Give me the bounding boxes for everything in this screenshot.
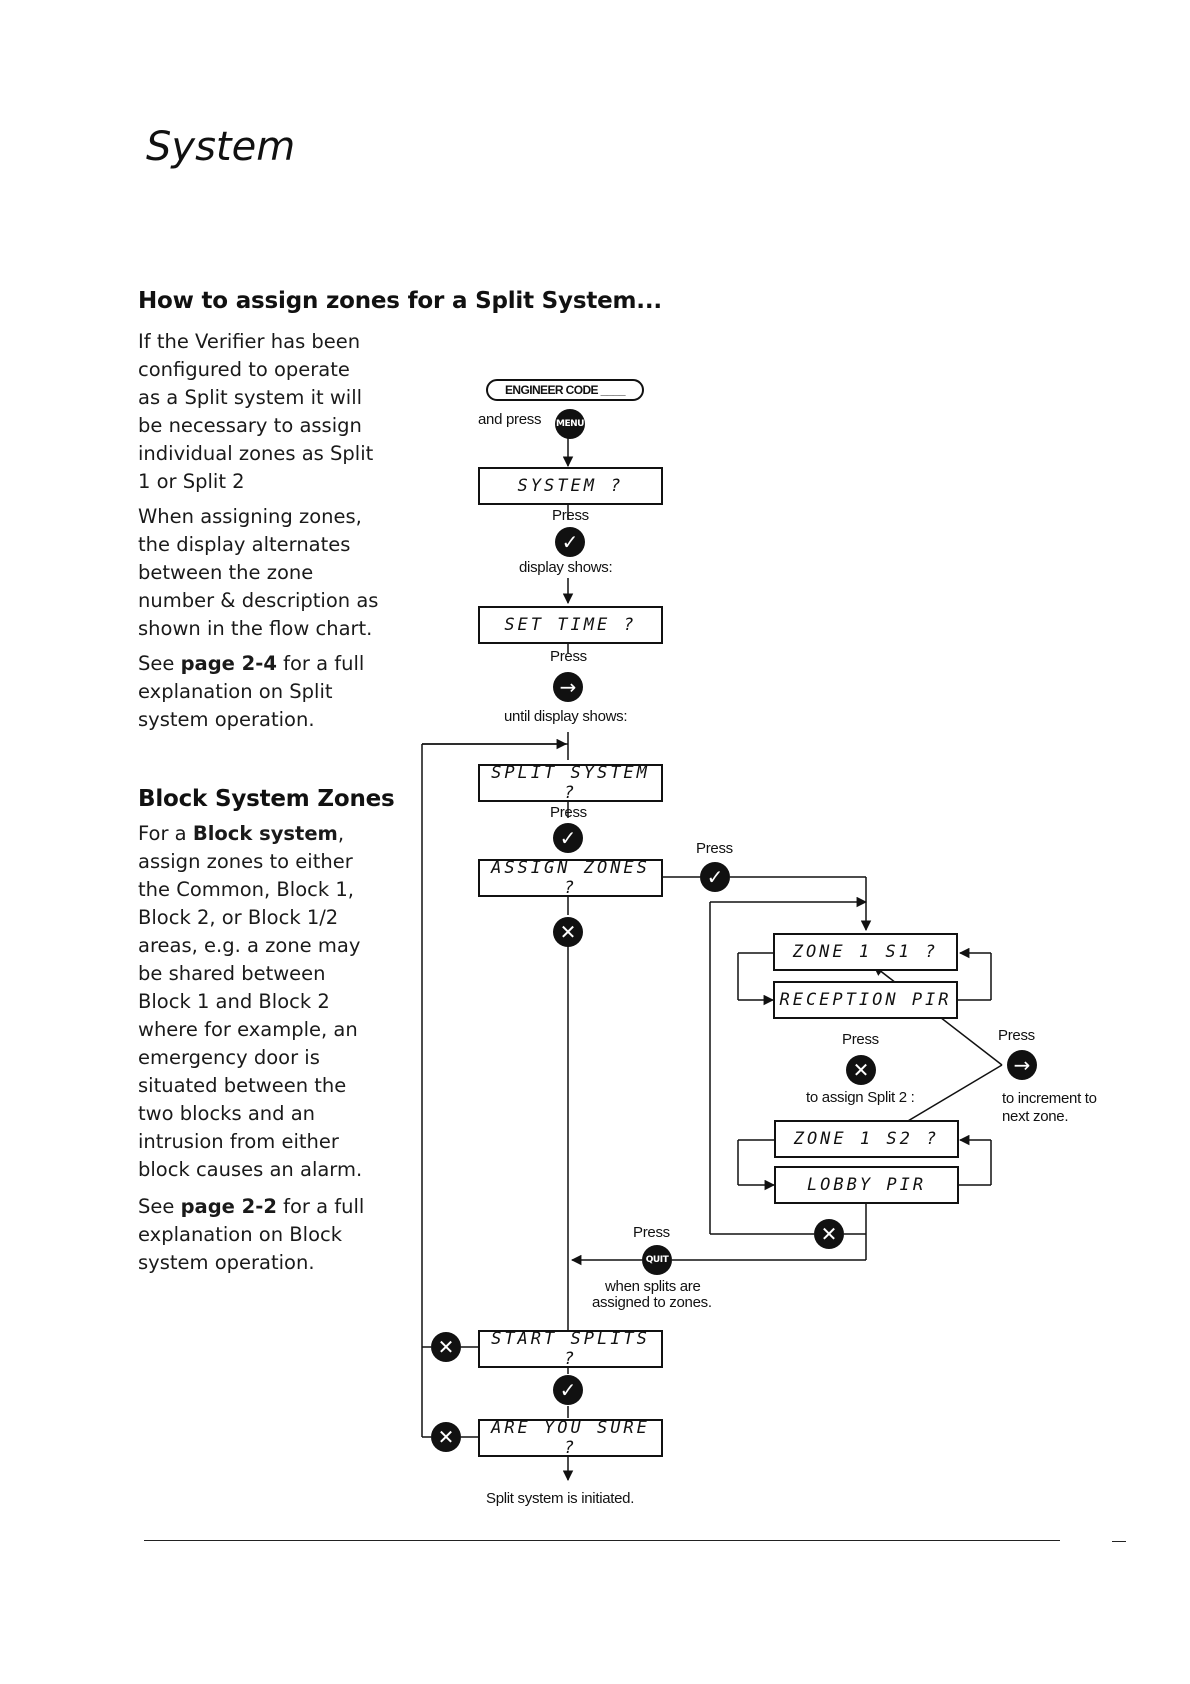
press-label: Press (842, 1031, 879, 1048)
text-line: the Common, Block 1, (138, 878, 354, 901)
splits-assigned-label-2: assigned to zones. (592, 1294, 712, 1311)
cross-icon[interactable]: ✕ (431, 1332, 461, 1362)
text-line: explanation on Block (138, 1223, 343, 1246)
split-initiated-label: Split system is initiated. (486, 1490, 635, 1507)
press-label: Press (550, 648, 587, 665)
block-paragraph-2: See page 2-2 for a full explanation on B… (138, 1193, 364, 1277)
lcd-system: SYSTEM ? (478, 467, 663, 505)
footer-mark (1112, 1541, 1126, 1542)
text-line: system operation. (138, 1251, 315, 1274)
text-line: system operation. (138, 708, 315, 731)
text-line: explanation on Split (138, 680, 333, 703)
lcd-lobby-pir: LOBBY PIR (774, 1166, 959, 1204)
text-line: See page 2-4 for a full (138, 650, 364, 678)
engineer-code-display: ENGINEER CODE ____ (486, 379, 644, 401)
footer-rule (144, 1540, 1060, 1541)
check-icon[interactable]: ✓ (553, 823, 583, 853)
display-shows-label: display shows: (519, 559, 613, 576)
assign-split2-label: to assign Split 2 : (806, 1089, 915, 1106)
text-line: shown in the flow chart. (138, 617, 373, 640)
lcd-are-you-sure: ARE YOU SURE ? (478, 1418, 663, 1458)
text-line: block causes an alarm. (138, 1158, 363, 1181)
press-label: Press (696, 840, 733, 857)
text-line: as a Split system it will (138, 386, 363, 409)
lcd-set-time: SET TIME ? (478, 606, 663, 644)
bold-term: Block system (192, 822, 338, 845)
text-line: areas, e.g. a zone may (138, 934, 361, 957)
increment-label-1: to increment to (1002, 1090, 1097, 1107)
section-heading-split: How to assign zones for a Split System..… (138, 288, 662, 314)
page-reference: page 2-2 (180, 1195, 277, 1218)
split-paragraph-1: If the Verifier has been configured to o… (138, 328, 373, 496)
menu-key[interactable]: MENU (555, 409, 585, 439)
text-line: 1 or Split 2 (138, 470, 245, 493)
arrow-right-icon[interactable]: → (553, 672, 583, 702)
page-reference: page 2-4 (180, 652, 277, 675)
and-press-label: and press (478, 411, 542, 428)
lcd-reception-pir: RECEPTION PIR (773, 981, 958, 1019)
split-paragraph-2: When assigning zones, the display altern… (138, 503, 378, 643)
text-line: When assigning zones, (138, 505, 362, 528)
increment-label-2: next zone. (1002, 1108, 1069, 1125)
split-paragraph-3: See page 2-4 for a full explanation on S… (138, 650, 364, 734)
check-icon[interactable]: ✓ (555, 527, 585, 557)
text-line: Block 1 and Block 2 (138, 990, 330, 1013)
splits-assigned-label-1: when splits are (605, 1278, 701, 1295)
text-line: be necessary to assign (138, 414, 362, 437)
text-line: If the Verifier has been (138, 330, 361, 353)
arrow-right-icon[interactable]: → (1007, 1050, 1037, 1080)
text-span: for a full (276, 1195, 365, 1218)
lcd-split-system: SPLIT SYSTEM ? (478, 763, 663, 803)
text-line: where for example, an (138, 1018, 358, 1041)
text-line: the display alternates (138, 533, 351, 556)
lcd-zone1-s2: ZONE 1 S2 ? (774, 1120, 959, 1158)
text-line: For a Block system, (138, 820, 362, 848)
text-span: For a (138, 822, 193, 845)
press-label: Press (633, 1224, 670, 1241)
lcd-zone1-s1: ZONE 1 S1 ? (773, 933, 958, 971)
text-line: be shared between (138, 962, 326, 985)
text-span: See (138, 652, 181, 675)
section-heading-block: Block System Zones (138, 786, 395, 812)
cross-icon[interactable]: ✕ (431, 1422, 461, 1452)
block-paragraph-1: For a Block system, assign zones to eith… (138, 820, 362, 1184)
text-line: intrusion from either (138, 1130, 339, 1153)
text-line: Block 2, or Block 1/2 (138, 906, 339, 929)
cross-icon[interactable]: ✕ (814, 1219, 844, 1249)
quit-key[interactable]: QUIT (642, 1245, 672, 1275)
text-span: , (337, 822, 345, 845)
text-line: two blocks and an (138, 1102, 316, 1125)
lcd-assign-zones: ASSIGN ZONES ? (478, 858, 663, 898)
lcd-start-splits: START SPLITS ? (478, 1329, 663, 1369)
text-span: See (138, 1195, 181, 1218)
press-label: Press (998, 1027, 1035, 1044)
text-line: between the zone (138, 561, 314, 584)
text-line: number & description as (138, 589, 379, 612)
text-line: individual zones as Split (138, 442, 374, 465)
text-line: emergency door is (138, 1046, 320, 1069)
check-icon[interactable]: ✓ (700, 862, 730, 892)
until-display-shows-label: until display shows: (504, 708, 628, 725)
page-title: System (146, 124, 296, 170)
cross-icon[interactable]: ✕ (846, 1055, 876, 1085)
text-span: for a full (276, 652, 365, 675)
press-label: Press (550, 804, 587, 821)
press-label: Press (552, 507, 589, 524)
text-line: assign zones to either (138, 850, 353, 873)
check-icon[interactable]: ✓ (553, 1375, 583, 1405)
text-line: situated between the (138, 1074, 347, 1097)
cross-icon[interactable]: ✕ (553, 917, 583, 947)
text-line: See page 2-2 for a full (138, 1193, 364, 1221)
text-line: configured to operate (138, 358, 350, 381)
